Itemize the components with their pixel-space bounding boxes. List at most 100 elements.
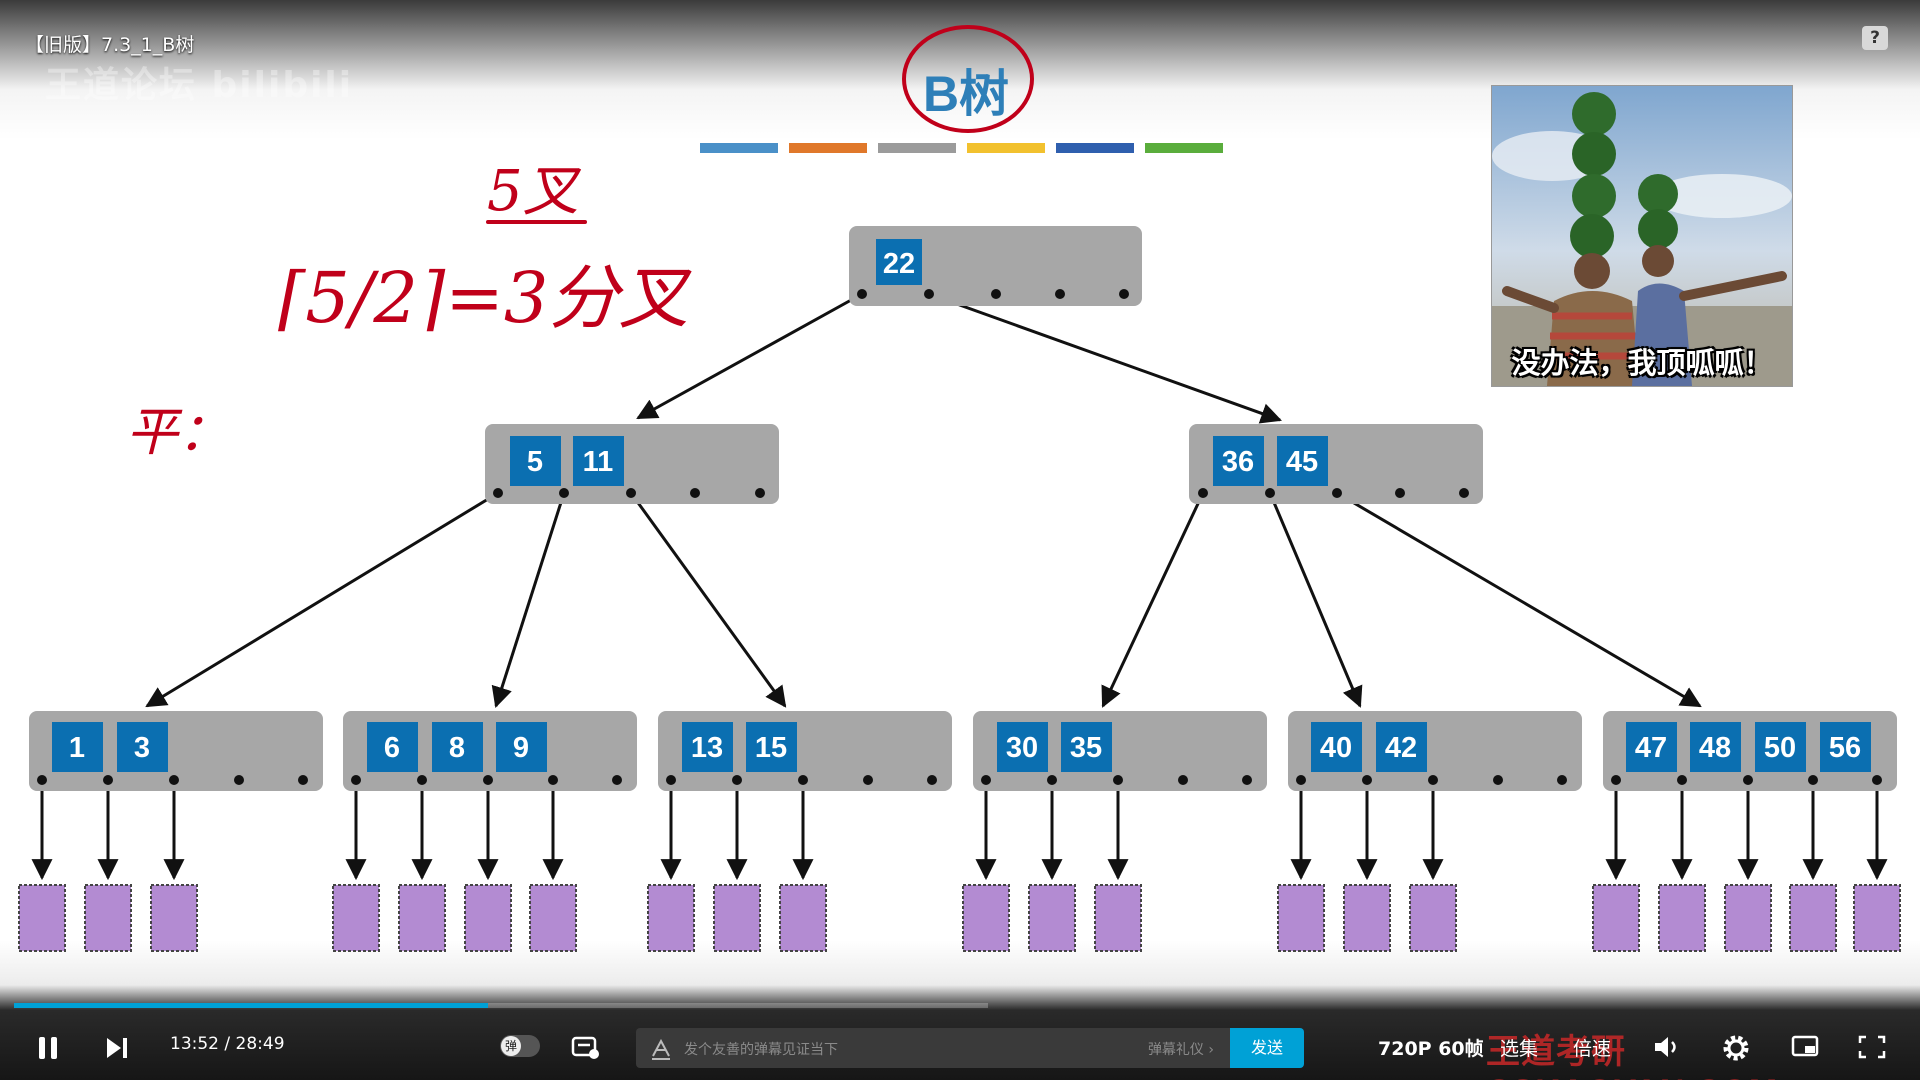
pause-icon[interactable]	[36, 1035, 60, 1061]
pointer-dot	[1743, 775, 1753, 785]
pointer-dot	[1242, 775, 1252, 785]
pointer-dot	[981, 775, 991, 785]
time-display: 13:52 / 28:49	[170, 1034, 285, 1054]
failure-node	[1658, 884, 1706, 952]
speed-button[interactable]: 倍速	[1573, 1038, 1612, 1060]
pointer-dot	[548, 775, 558, 785]
color-bar-3	[878, 143, 956, 153]
key-35: 35	[1070, 732, 1102, 764]
tree-node-root: 22	[849, 226, 1142, 306]
color-bar-1	[700, 143, 778, 153]
key-9: 9	[513, 732, 529, 764]
danmaku-toggle[interactable]: 弹	[500, 1035, 540, 1057]
text-style-icon[interactable]	[650, 1038, 672, 1060]
picture-in-picture-icon[interactable]	[1791, 1034, 1821, 1060]
progress-bar[interactable]	[14, 1003, 988, 1008]
title-circle	[902, 25, 1034, 133]
failure-node	[464, 884, 512, 952]
failure-node	[1409, 884, 1457, 952]
pointer-dot	[612, 775, 622, 785]
key-1: 1	[69, 732, 85, 764]
slide-title: B树	[922, 66, 1010, 122]
color-bar-5	[1056, 143, 1134, 153]
failure-node	[1028, 884, 1076, 952]
current-time: 13:52	[170, 1034, 219, 1054]
pointer-dot	[1677, 775, 1687, 785]
danmaku-toggle-knob: 弹	[501, 1036, 521, 1056]
episodes-button[interactable]: 选集	[1500, 1038, 1539, 1060]
danmaku-settings-icon[interactable]	[571, 1035, 601, 1061]
pointer-dot	[483, 775, 493, 785]
key-40: 40	[1320, 732, 1352, 764]
settings-gear-icon[interactable]	[1721, 1033, 1751, 1063]
video-title: 【旧版】7.3_1_B树	[25, 34, 195, 56]
key-42: 42	[1385, 732, 1417, 764]
handwriting-formula: ⌈5/2⌉=3分叉	[278, 257, 692, 339]
pointer-dot	[1047, 775, 1057, 785]
pointer-dot	[1493, 775, 1503, 785]
key-36: 36	[1222, 446, 1254, 478]
handwriting-5-fork: 5叉	[487, 159, 582, 224]
failure-node	[1592, 884, 1640, 952]
duration: 28:49	[235, 1034, 285, 1054]
meme-image: 没办法，我顶呱呱！	[1491, 85, 1793, 387]
failure-node	[1094, 884, 1142, 952]
danmaku-input[interactable]: 发个友善的弹幕见证当下 弹幕礼仪 ›	[636, 1028, 1230, 1068]
fullscreen-icon[interactable]	[1857, 1034, 1887, 1060]
failure-node	[529, 884, 577, 952]
failure-node	[779, 884, 827, 952]
pointer-dot	[863, 775, 873, 785]
failure-node	[1853, 884, 1901, 952]
key-56: 56	[1829, 732, 1861, 764]
key-30: 30	[1006, 732, 1038, 764]
tree-node-leaf-1: 1 3	[29, 711, 323, 791]
pointer-dot	[732, 775, 742, 785]
pointer-dot	[666, 775, 676, 785]
pointer-dot	[103, 775, 113, 785]
color-bar-2	[789, 143, 867, 153]
pointer-dot	[1362, 775, 1372, 785]
key-13: 13	[691, 732, 723, 764]
help-icon[interactable]: ?	[1862, 26, 1888, 50]
leaf-pointer-dots	[37, 775, 1882, 785]
volume-icon[interactable]	[1652, 1033, 1682, 1061]
key-5: 5	[527, 446, 543, 478]
tree-node-leaf-4: 30 35	[973, 711, 1267, 791]
key-47: 47	[1635, 732, 1667, 764]
pointer-dot	[417, 775, 427, 785]
pointer-dot	[1557, 775, 1567, 785]
send-button[interactable]: 发送	[1230, 1028, 1304, 1068]
next-icon[interactable]	[104, 1035, 130, 1061]
progress-bar-fill	[14, 1003, 489, 1008]
failure-node	[1343, 884, 1391, 952]
key-11: 11	[583, 446, 614, 478]
tree-node-leaf-6: 47 48 50 56	[1603, 711, 1897, 791]
tree-edges	[145, 292, 1702, 709]
pointer-dot	[169, 775, 179, 785]
watermark-logo: 王道论坛 bilibili	[45, 65, 354, 106]
tree-node-level1-right: 36 45	[1189, 424, 1483, 504]
failure-node	[18, 884, 66, 952]
key-50: 50	[1764, 732, 1796, 764]
pointer-dot	[1611, 775, 1621, 785]
key-3: 3	[134, 732, 150, 764]
tree-node-leaf-3: 13 15	[658, 711, 952, 791]
tree-node-leaf-2: 6 8 9	[343, 711, 637, 791]
failure-node	[1724, 884, 1772, 952]
pointer-dot	[234, 775, 244, 785]
pointer-dot	[37, 775, 47, 785]
key-15: 15	[755, 732, 787, 764]
danmaku-etiquette-link[interactable]: 弹幕礼仪 ›	[1147, 1042, 1214, 1058]
key-6: 6	[384, 732, 400, 764]
leaf-edges	[31, 780, 1888, 881]
key-45: 45	[1286, 446, 1318, 478]
bottom-watermark: 王道考研 CSKAOYAN.COM	[1486, 1033, 1777, 1080]
handwriting-annotations	[486, 25, 1034, 224]
pointer-dot	[298, 775, 308, 785]
key-22: 22	[883, 248, 915, 280]
quality-selector[interactable]: 720P 60帧	[1378, 1038, 1484, 1060]
meme-illustration	[1492, 86, 1792, 386]
slide-title-block: B树	[900, 56, 1032, 132]
